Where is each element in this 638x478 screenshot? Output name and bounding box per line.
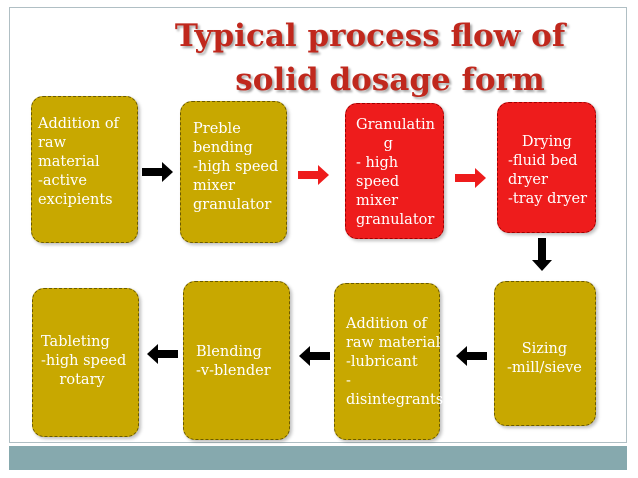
step-addition-lubricant: Addition of raw material -lubricant - di…	[334, 283, 444, 440]
step-blending: Blending -v-blender	[183, 281, 290, 440]
step-label: Sizing -mill/sieve	[507, 341, 582, 376]
step-label: Drying -fluid bed dryer -tray dryer	[508, 134, 588, 207]
step-label: Addition of raw material -active excipie…	[38, 116, 119, 208]
step-label: Tableting -high speed rotary	[41, 334, 127, 388]
arrow-left-icon	[147, 344, 178, 364]
step-granulating: Granulatin g - high speed mixer granulat…	[345, 103, 444, 239]
title-line-1: Typical process flow of	[174, 18, 566, 54]
footer-bar	[9, 446, 627, 470]
arrow-right-icon	[142, 162, 173, 182]
arrow-right-icon	[455, 168, 486, 188]
step-label: Preble bending -high speed mixer granula…	[193, 121, 279, 213]
step-sizing: Sizing -mill/sieve	[494, 281, 596, 426]
step-preble-bending: Preble bending -high speed mixer granula…	[180, 101, 287, 243]
step-addition-raw-material: Addition of raw material -active excipie…	[31, 96, 138, 243]
step-label: Addition of raw material -lubricant - di…	[346, 316, 444, 408]
slide-frame	[9, 7, 627, 443]
title-line-2: solid dosage form	[235, 62, 545, 98]
step-tableting: Tableting -high speed rotary	[32, 288, 139, 437]
step-label: Granulatin g - high speed mixer granulat…	[356, 117, 435, 228]
arrow-down-icon	[532, 238, 552, 271]
step-drying: Drying -fluid bed dryer -tray dryer	[497, 102, 596, 233]
arrow-left-icon	[456, 346, 487, 366]
arrow-left-icon	[299, 346, 330, 366]
step-label: Blending -v-blender	[196, 344, 271, 379]
arrow-right-icon	[298, 165, 329, 185]
